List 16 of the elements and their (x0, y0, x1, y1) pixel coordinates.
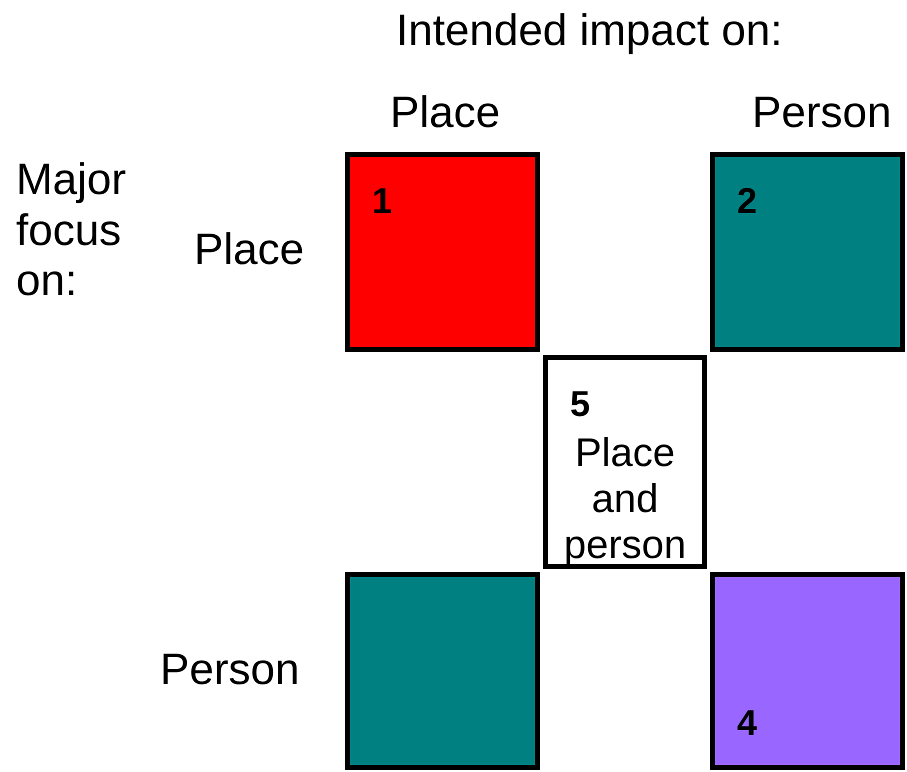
row-label: Place (194, 225, 306, 276)
quadrant-number: 2 (737, 183, 758, 219)
row-label: Person (160, 645, 300, 696)
quadrant-box (710, 572, 905, 770)
column-label: Place (390, 88, 502, 139)
quadrant-number: 1 (372, 183, 392, 219)
quadrant-box (345, 152, 540, 352)
overlap-box (543, 355, 707, 569)
quadrant-number: 4 (737, 705, 758, 741)
row-heading: Major focus on: (16, 155, 128, 307)
column-label: Person (752, 88, 892, 139)
quadrant-number: 5 (570, 386, 590, 422)
box-text: Place and person (562, 430, 688, 568)
column-heading: Intended impact on: (396, 6, 784, 57)
quadrant-box (345, 572, 540, 770)
quadrant-box (710, 152, 905, 352)
